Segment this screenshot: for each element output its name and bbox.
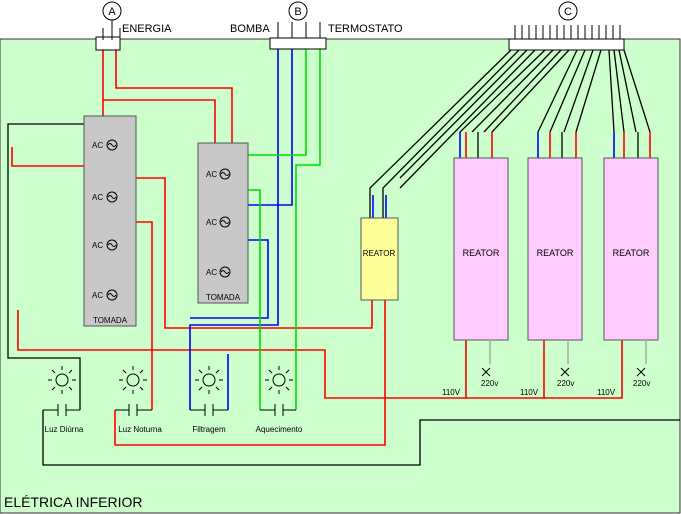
outlet-ac-icon	[106, 139, 118, 151]
load-label: Luz Diúrna	[45, 425, 84, 434]
voltage-label: 220v	[557, 379, 574, 388]
voltage-label: 110V	[520, 388, 539, 397]
reactor-small-body	[360, 217, 399, 301]
switch-icon	[190, 404, 228, 416]
tomada-left: AC AC AC AC TOMADA	[83, 115, 137, 327]
switch-icon	[115, 404, 152, 416]
leads-220	[489, 340, 647, 364]
outlet-label: AC	[92, 141, 103, 150]
voltage-label: 220v	[481, 379, 498, 388]
connector-b-plug	[269, 37, 327, 50]
lamp-icon	[119, 366, 147, 394]
outlet: AC	[206, 266, 231, 278]
connector-c: C	[508, 1, 625, 51]
reactor-small: REATOR	[360, 217, 399, 301]
tomada-left-body	[83, 115, 137, 327]
reactor-small-label: REATOR	[363, 249, 396, 258]
outlet-label: AC	[206, 268, 217, 277]
load-luz-noturna: Luz Noturna	[115, 366, 162, 434]
load-filtragem: Filtragem	[190, 366, 228, 434]
connector-b-letter: B	[294, 6, 301, 18]
connector-b-badge	[288, 1, 308, 21]
load-label: Luz Noturna	[118, 425, 162, 434]
reactor-3-label: REATOR	[613, 248, 650, 258]
voltage-label: 220v	[633, 379, 650, 388]
reactor-2-body	[527, 157, 583, 341]
connector-a-label: ENERGIA	[122, 23, 172, 35]
voltage-label: 110V	[597, 388, 616, 397]
connector-c-badge	[558, 1, 578, 21]
outlet-label: AC	[92, 241, 103, 250]
load-luz-diurna: Luz Diúrna	[43, 366, 84, 434]
outlet-ac-icon	[219, 266, 231, 278]
outlet: AC	[92, 139, 118, 151]
switch-icon	[43, 404, 80, 416]
outlet-ac-icon	[219, 168, 231, 180]
lamp-icon	[265, 366, 293, 394]
outlet: AC	[92, 191, 118, 203]
lamp-icon	[195, 366, 223, 394]
reactor-1: REATOR	[453, 157, 509, 341]
outlet-ac-icon	[106, 191, 118, 203]
reactor-2-label: REATOR	[537, 248, 574, 258]
reactor-1-label: REATOR	[463, 248, 500, 258]
outlet-label: AC	[92, 291, 103, 300]
connector-b-label-left: BOMBA	[230, 23, 270, 35]
outlet-ac-icon	[106, 239, 118, 251]
voltage-label: 110V	[442, 388, 461, 397]
connector-a-plug	[95, 36, 121, 51]
connector-a-letter: A	[108, 6, 116, 18]
reactor-3-body	[603, 157, 659, 341]
outlet-label: AC	[92, 193, 103, 202]
connector-a: A ENERGIA	[95, 1, 172, 51]
reactor-2: REATOR	[527, 157, 583, 341]
reactor-3: REATOR	[603, 157, 659, 341]
outlet: AC	[92, 239, 118, 251]
black-wires	[7, 49, 680, 466]
outlet-ac-icon	[106, 289, 118, 301]
tomada-right: AC AC AC TOMADA	[197, 142, 249, 304]
switch-icon	[260, 404, 296, 416]
connector-b: B BOMBA TERMOSTATO	[230, 1, 403, 50]
outlet: AC	[206, 216, 231, 228]
outlet: AC	[206, 168, 231, 180]
x-marks	[481, 367, 646, 377]
connector-c-letter: C	[564, 6, 572, 18]
outlet-label: AC	[206, 170, 217, 179]
outlet-ac-icon	[219, 216, 231, 228]
tomada-right-label: TOMADA	[206, 293, 241, 302]
outlet: AC	[92, 289, 118, 301]
outlet-label: AC	[206, 218, 217, 227]
lamp-icon	[48, 366, 76, 394]
connector-b-label-right: TERMOSTATO	[328, 23, 403, 35]
panel-title: ELÉTRICA INFERIOR	[4, 494, 142, 510]
load-label: Filtragem	[192, 425, 226, 434]
connector-c-plug	[508, 38, 625, 51]
reactor-1-body	[453, 157, 509, 341]
tomada-left-label: TOMADA	[93, 316, 128, 325]
load-aquecimento: Aquecimento	[256, 366, 303, 434]
red-wires	[11, 50, 651, 446]
load-label: Aquecimento	[256, 425, 303, 434]
